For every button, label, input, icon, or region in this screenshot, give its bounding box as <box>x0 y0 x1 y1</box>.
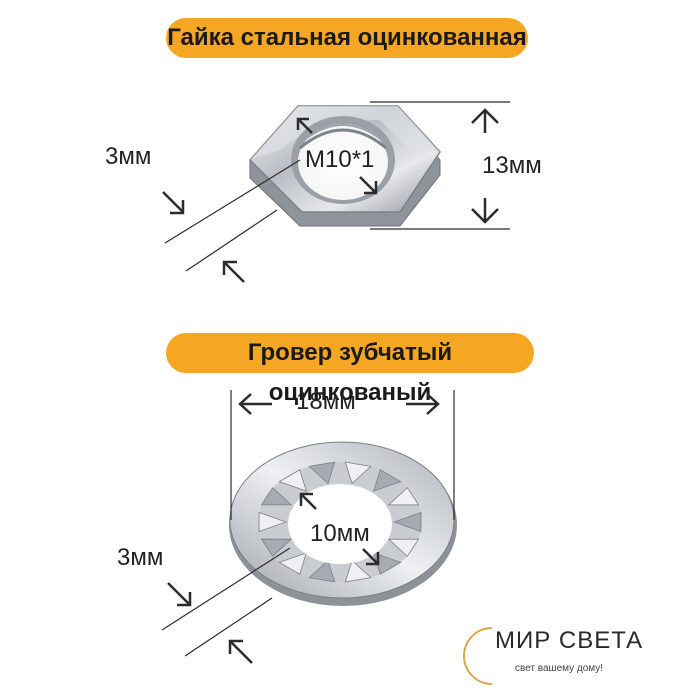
washer-tooth <box>392 511 422 533</box>
washer-title: Гровер зубчатый оцинкованый <box>247 339 453 406</box>
washer-tooth <box>260 487 293 506</box>
washer-tooth <box>278 469 307 492</box>
washer-thickness-label: 3мм <box>117 544 164 571</box>
washer-tooth <box>373 469 402 492</box>
washer-teeth <box>258 461 422 583</box>
brand-name: МИР СВЕТА <box>495 627 644 654</box>
washer-tooth <box>344 559 372 583</box>
tooth-washer-image <box>229 441 457 606</box>
washer-tooth <box>258 511 288 533</box>
nut-title: Гайка стальная оцинкованная <box>167 24 527 51</box>
brand-logo-emblem <box>463 627 493 685</box>
washer-tooth <box>308 559 336 583</box>
washer-tooth <box>344 461 372 485</box>
washer-outer-diameter-label: 18мм <box>296 388 356 415</box>
nut-thickness-label: 3мм <box>105 143 152 170</box>
washer-tooth <box>387 538 420 557</box>
nut-thread-label: M10*1 <box>305 146 375 173</box>
brand-logo: МИР СВЕТА свет вашему дому! <box>465 615 685 685</box>
washer-tooth <box>260 538 293 557</box>
nut-title-badge: Гайка стальная оцинкованная <box>166 18 528 58</box>
brand-slogan: свет вашему дому! <box>515 663 604 674</box>
hex-nut-image <box>248 105 441 227</box>
nut-height-label: 13мм <box>482 152 542 179</box>
washer-inner-diameter-label: 10мм <box>310 520 370 547</box>
washer-title-badge: Гровер зубчатый оцинкованый <box>166 333 534 406</box>
washer-tooth <box>308 461 336 485</box>
nut-dimensions <box>162 101 510 283</box>
washer-tooth <box>387 487 420 506</box>
washer-dimensions <box>161 390 455 664</box>
washer-tooth <box>278 552 307 575</box>
